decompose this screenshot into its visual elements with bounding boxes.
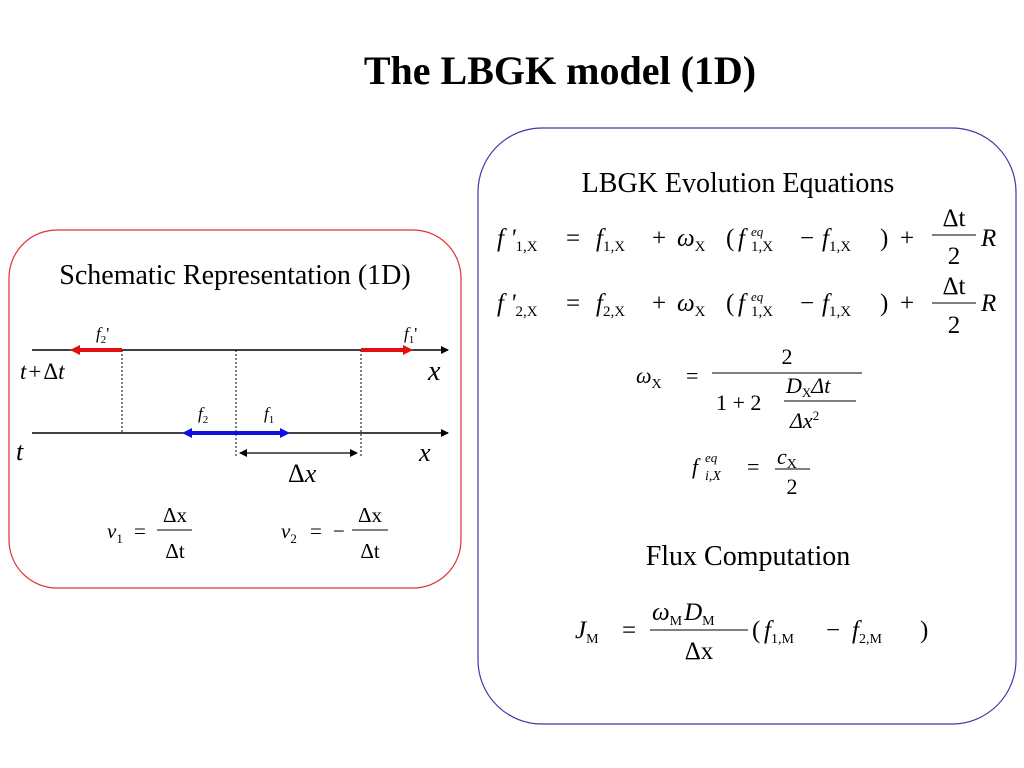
label-dx: Δx — [288, 459, 317, 488]
svg-text:Δt: Δt — [165, 539, 185, 563]
svg-text:−: − — [333, 519, 345, 543]
svg-text:v1: v1 — [107, 519, 123, 546]
omega-equation: ωX = 2 1 + 2 DXΔt Δx2 — [636, 344, 862, 433]
svg-text:ωX: ωX — [677, 225, 706, 255]
equation-v1: v1 = Δx Δt — [107, 503, 192, 563]
svg-text:2: 2 — [782, 344, 793, 369]
svg-text:R: R — [980, 225, 996, 252]
svg-text:=: = — [566, 225, 580, 252]
svg-text:=: = — [686, 363, 698, 388]
svg-text:+: + — [900, 290, 914, 317]
svg-text:ωX: ωX — [636, 363, 662, 392]
svg-text:(: ( — [752, 617, 760, 644]
svg-text:+: + — [652, 225, 666, 252]
svg-text:f2,X: f2,X — [596, 290, 625, 320]
svg-text:): ) — [920, 617, 928, 644]
svg-text:eq: eq — [751, 289, 764, 304]
svg-text:f: f — [692, 454, 701, 479]
svg-text:f1,M: f1,M — [764, 617, 794, 647]
svg-text:): ) — [880, 225, 888, 252]
svg-text:2: 2 — [787, 474, 798, 499]
svg-text:cX: cX — [777, 444, 797, 472]
label-x-bottom: x — [418, 438, 431, 467]
label-f2-prime: f2' — [96, 324, 109, 346]
svg-text:JM: JM — [575, 617, 599, 647]
svg-text:2: 2 — [948, 243, 961, 270]
svg-text:Δx: Δx — [685, 638, 714, 665]
evolution-heading: LBGK Evolution Equations — [582, 168, 895, 199]
feq-equation: f eq i,X = cX 2 — [692, 444, 810, 499]
equations-box — [477, 127, 1017, 725]
evolution-equation-2: f '2,X = f2,X + ωX ( f eq 1,X − f1,X ) +… — [497, 273, 996, 339]
svg-text:1,X: 1,X — [751, 304, 773, 320]
label-f1-prime: f1' — [404, 324, 417, 346]
schematic-box — [8, 229, 462, 589]
label-t-plus-dt: t+Δt — [20, 359, 65, 384]
svg-text:=: = — [310, 519, 322, 543]
svg-text:eq: eq — [751, 224, 764, 239]
svg-text:f1,X: f1,X — [822, 290, 851, 320]
svg-text:Δt: Δt — [942, 205, 965, 232]
svg-text:ωMDM: ωMDM — [652, 599, 715, 629]
svg-text:i,X: i,X — [705, 469, 721, 484]
svg-text:−: − — [826, 617, 840, 644]
svg-text:): ) — [880, 290, 888, 317]
flux-equation: JM = ωMDM Δx ( f1,M − f2,M ) — [575, 599, 928, 665]
svg-text:(: ( — [726, 290, 734, 317]
svg-text:f: f — [738, 225, 748, 252]
svg-text:Δt: Δt — [360, 539, 380, 563]
svg-text:v2: v2 — [281, 519, 297, 546]
svg-text:ωX: ωX — [677, 290, 706, 320]
svg-text:1,X: 1,X — [751, 239, 773, 255]
svg-text:=: = — [566, 290, 580, 317]
label-f1: f1 — [264, 404, 274, 426]
svg-text:DXΔt: DXΔt — [785, 373, 831, 400]
svg-text:2: 2 — [948, 312, 961, 339]
svg-text:1 + 2: 1 + 2 — [716, 390, 761, 415]
flux-heading: Flux Computation — [646, 541, 851, 572]
svg-text:Δx: Δx — [163, 503, 188, 527]
svg-text:Δx: Δx — [358, 503, 383, 527]
svg-text:(: ( — [726, 225, 734, 252]
svg-text:eq: eq — [705, 450, 718, 465]
svg-text:f1,X: f1,X — [596, 225, 625, 255]
svg-text:f1,X: f1,X — [822, 225, 851, 255]
label-f2: f2 — [198, 404, 208, 426]
label-t: t — [16, 437, 24, 466]
evolution-equation-1: f '1,X = f1,X + ωX ( f eq 1,X − f1,X ) +… — [497, 205, 996, 270]
svg-text:−: − — [800, 290, 814, 317]
svg-text:+: + — [652, 290, 666, 317]
equation-v2: v2 = − Δx Δt — [281, 503, 388, 563]
svg-text:+: + — [900, 225, 914, 252]
svg-text:f '1,X: f '1,X — [497, 225, 538, 255]
svg-text:f '2,X: f '2,X — [497, 290, 538, 320]
svg-text:=: = — [747, 454, 759, 479]
svg-text:Δt: Δt — [942, 273, 965, 300]
svg-text:=: = — [622, 617, 636, 644]
label-x-top: x — [427, 356, 441, 387]
schematic-heading: Schematic Representation (1D) — [59, 260, 410, 291]
svg-text:f2,M: f2,M — [852, 617, 882, 647]
svg-text:=: = — [134, 519, 146, 543]
svg-text:Δx2: Δx2 — [789, 408, 819, 433]
svg-text:R: R — [980, 290, 996, 317]
slide-title: The LBGK model (1D) — [364, 48, 756, 93]
svg-text:−: − — [800, 225, 814, 252]
svg-text:f: f — [738, 290, 748, 317]
